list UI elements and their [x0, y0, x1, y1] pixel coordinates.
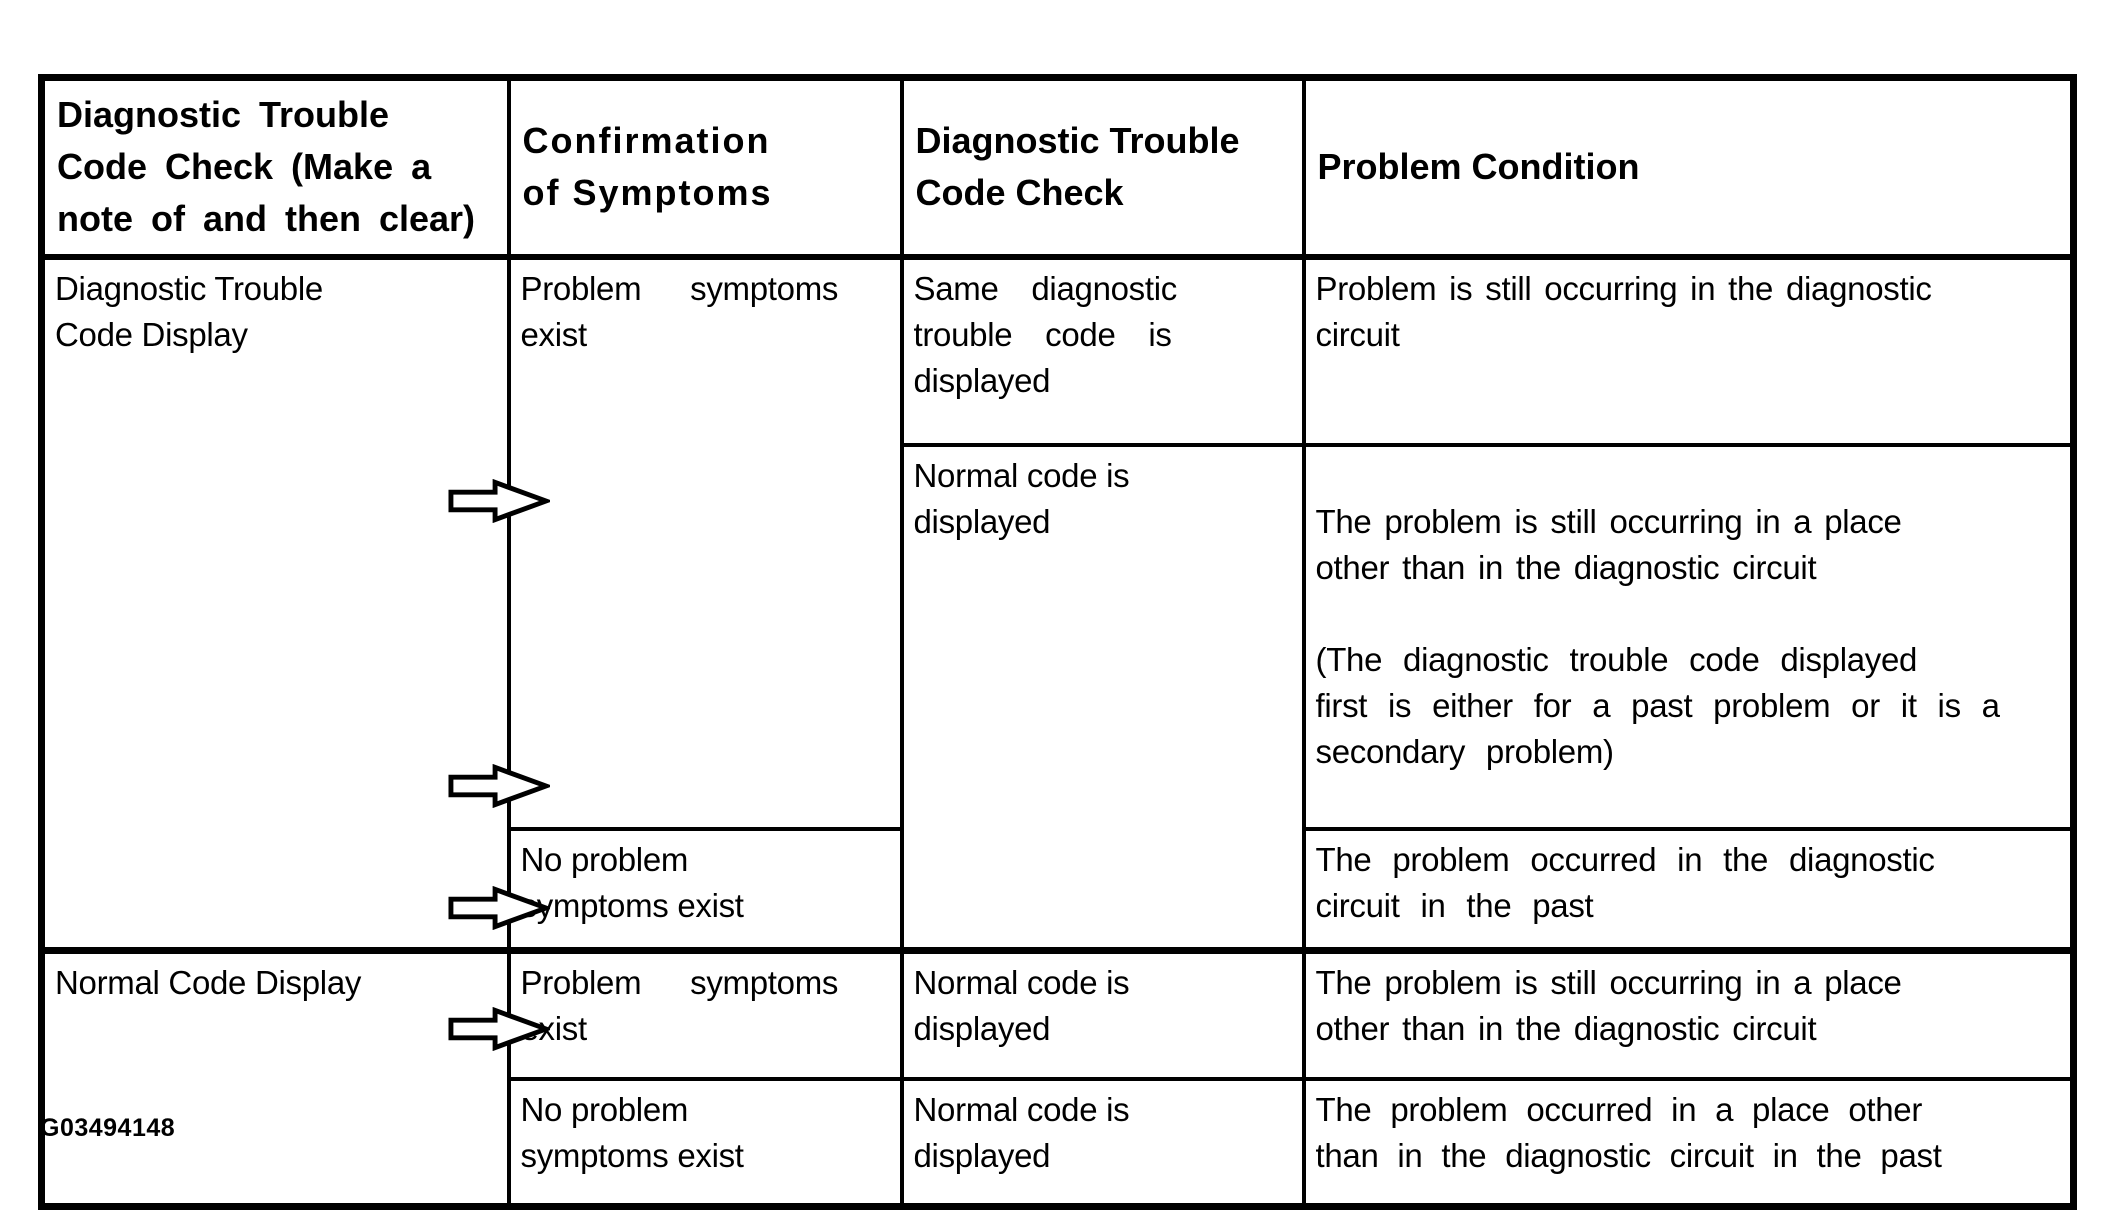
- cell-cond-past-other-place: The problem occurred in a place other th…: [1301, 1076, 2076, 1209]
- cell-no-problem-symptoms-2: No problem symptoms exist: [506, 1076, 904, 1209]
- cell-cond-other-place: The problem is still occurring in a plac…: [1301, 442, 2076, 831]
- header-dtc-check-note: Diagnostic Trouble Code Check (Make a no…: [39, 75, 511, 260]
- cell-problem-symptoms-exist-1: Problem symptoms exist: [506, 254, 904, 831]
- cell-no-problem-symptoms-1: No problem symptoms exist: [506, 826, 904, 953]
- cell-cond-past-in-circuit: The problem occurred in the diagnostic c…: [1301, 826, 2076, 953]
- flow-arrow-icon: [448, 479, 550, 523]
- header-confirmation-of-symptoms: Confirmation of Symptoms: [506, 75, 904, 260]
- figure-id: G03494148: [40, 1114, 176, 1142]
- table-row: Diagnostic Trouble Code Display Problem …: [39, 254, 2076, 953]
- table-header-row: Diagnostic Trouble Code Check (Make a no…: [39, 75, 2076, 260]
- header-dtc-check: Diagnostic Trouble Code Check: [899, 75, 1306, 260]
- cell-same-dtc-displayed: Same diagnostic trouble code is displaye…: [899, 254, 1306, 447]
- flow-arrow-icon: [448, 886, 550, 930]
- diagnostic-code-table: Diagnostic Trouble Code Check (Make a no…: [38, 74, 2077, 1210]
- cell-normal-code-displayed-2: Normal code is displayed: [899, 947, 1306, 1081]
- cell-normal-code-display: Normal Code Display: [39, 947, 511, 1209]
- table-row: Normal code is displayed The problem is …: [42, 442, 2076, 953]
- flow-arrow-icon: [448, 764, 550, 808]
- cell-cond-still-in-circuit: Problem is still occurring in the diagno…: [1301, 254, 2076, 447]
- cell-cond-other-place-2: The problem is still occurring in a plac…: [1301, 947, 2076, 1081]
- cond-other-place-note: (The diagnostic trouble code displayed f…: [1315, 640, 2001, 770]
- cell-normal-code-displayed-3: Normal code is displayed: [899, 1076, 1306, 1209]
- cond-other-place-main: The problem is still occurring in a plac…: [1315, 502, 1902, 586]
- cell-problem-symptoms-exist-2: Problem symptoms exist: [506, 947, 904, 1081]
- header-problem-condition: Problem Condition: [1301, 75, 2076, 260]
- table-row: No problem symptoms exist The problem oc…: [42, 826, 2076, 953]
- table-row: Normal Code Display Problem symptoms exi…: [39, 947, 2076, 1209]
- flow-arrow-icon: [448, 1007, 550, 1051]
- table-row: No problem symptoms exist Normal code is…: [42, 1076, 2076, 1209]
- cell-normal-code-displayed-1: Normal code is displayed: [899, 442, 1306, 953]
- cell-dtc-display: Diagnostic Trouble Code Display: [39, 254, 511, 953]
